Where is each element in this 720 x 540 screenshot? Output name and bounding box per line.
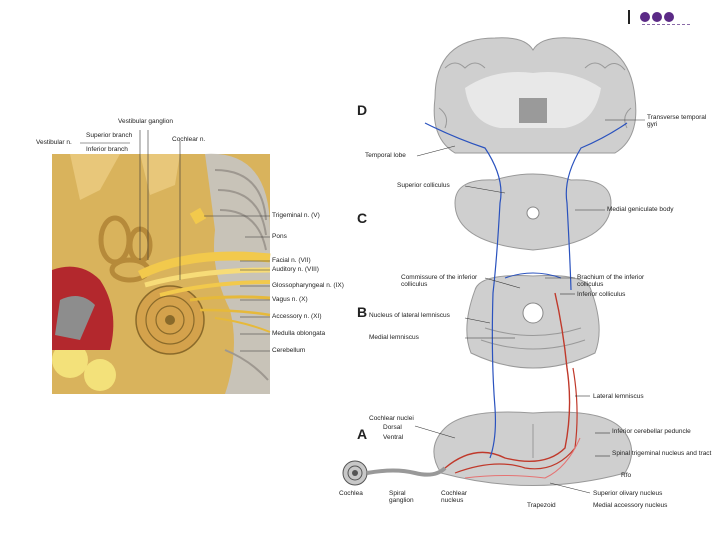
label-accessory: Accessory n. (XI) <box>272 313 322 320</box>
label-inferior-cerebellar-peduncle: Inferior cerebellar peduncle <box>612 428 691 435</box>
label-cochlea: Cochlea <box>339 490 363 497</box>
label-cerebellum: Cerebellum <box>272 347 306 354</box>
label-inferior-branch: Inferior branch <box>86 146 128 153</box>
level-d: D <box>357 102 368 118</box>
dot-icon <box>664 12 674 22</box>
label-trapezoid: Trapezoid <box>527 502 556 509</box>
label-superior-branch: Superior branch <box>86 132 133 139</box>
decorative-underline <box>642 24 690 25</box>
trigeminal-nerve-stub <box>189 207 207 225</box>
label-auditory: Auditory n. (VIII) <box>272 266 319 273</box>
level-b: B <box>357 304 368 320</box>
label-cochlear-nucleus: Cochlear nucleus <box>441 490 468 504</box>
label-superior-olivary-nucleus: Superior olivary nucleus <box>593 490 663 497</box>
label-dorsal: Dorsal <box>383 424 402 431</box>
dot-icon <box>652 12 662 22</box>
label-pons: Pons <box>272 233 287 240</box>
label-spinal-trigeminal: Spinal trigeminal nucleus and tract <box>612 450 712 457</box>
thalamus <box>519 98 547 123</box>
decorative-bar <box>628 10 630 24</box>
label-superior-colliculus: Superior colliculus <box>397 182 450 189</box>
label-spiral-ganglion: Spiral ganglion <box>389 490 414 504</box>
label-nucleus-lateral-lemniscus: Nucleus of lateral lemniscus <box>369 312 450 319</box>
label-cochlear-nuclei: Cochlear nuclei <box>369 415 414 422</box>
label-inferior-colliculus: Inferior colliculus <box>577 291 626 298</box>
decorative-dots <box>640 9 676 27</box>
label-facial: Facial n. (VII) <box>272 257 311 264</box>
ear-anatomy-figure: Vestibular ganglion Superior branch Vest… <box>36 110 344 400</box>
label-brachium-inferior-colliculus: Brachium of the inferior colliculus <box>577 274 645 288</box>
label-medial-lemniscus: Medial lemniscus <box>369 334 419 341</box>
vestibulocochlear-nerve <box>137 251 271 280</box>
label-cochlear-n: Cochlear n. <box>172 136 206 143</box>
ear-illustration <box>52 130 271 394</box>
label-trigeminal: Trigeminal n. (V) <box>272 212 320 219</box>
level-a: A <box>357 426 368 442</box>
label-vagus: Vagus n. (X) <box>272 296 308 303</box>
label-medial-geniculate-body: Medial geniculate body <box>607 206 674 213</box>
label-vestibular-ganglion: Vestibular ganglion <box>118 118 173 125</box>
blue-pathway <box>424 122 502 459</box>
tympanic-membrane <box>55 296 95 340</box>
label-commissure-inferior-colliculus: Commissure of the inferior colliculus <box>401 274 478 288</box>
label-lateral-lemniscus: Lateral lemniscus <box>593 393 644 400</box>
level-c: C <box>357 210 368 226</box>
auditory-pathway-illustration <box>342 37 645 494</box>
red-pathway <box>444 292 571 469</box>
label-rfo: Rfo <box>621 472 632 479</box>
auditory-pathway-figure: D C B A Transverse temporal gyri Tempora… <box>305 28 720 528</box>
label-vestibular-n: Vestibular n. <box>36 139 72 146</box>
label-glossopharyngeal: Glossopharyngeal n. (IX) <box>272 282 344 289</box>
label-transverse-temporal-gyri: Transverse temporal gyri <box>647 114 707 128</box>
label-medial-accessory-nucleus: Medial accessory nucleus <box>593 502 668 509</box>
label-medulla: Medulla oblongata <box>272 330 326 337</box>
label-ventral: Ventral <box>383 434 404 441</box>
dot-icon <box>640 12 650 22</box>
label-temporal-lobe: Temporal lobe <box>365 152 406 159</box>
